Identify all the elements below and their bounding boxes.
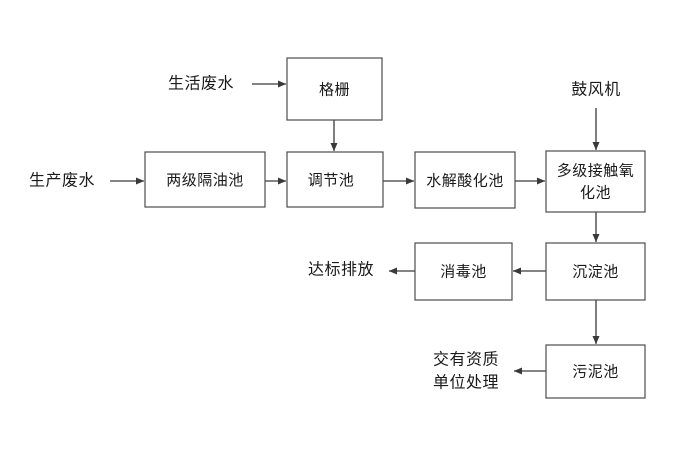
node-regulating-tank[interactable]: 调节池 xyxy=(286,151,384,208)
node-contact-oxidation-label-line2: 化池 xyxy=(580,184,611,202)
node-sedimentation-tank-label: 沉淀池 xyxy=(572,263,619,281)
label-compliant-discharge: 达标排放 xyxy=(308,260,374,279)
labels-layer: 生活废水 生产废水 鼓风机 达标排放 交有资质 单位处理 xyxy=(29,74,621,392)
node-sludge-tank-label: 污泥池 xyxy=(572,363,619,381)
node-disinfection-tank[interactable]: 消毒池 xyxy=(414,242,513,301)
node-sludge-tank[interactable]: 污泥池 xyxy=(545,344,646,399)
label-production-wastewater: 生产废水 xyxy=(29,171,95,190)
label-qualified-unit-line2: 单位处理 xyxy=(433,373,499,392)
node-disinfection-tank-label: 消毒池 xyxy=(440,263,487,281)
node-sedimentation-tank[interactable]: 沉淀池 xyxy=(545,242,646,301)
node-hydrolysis-acidification-label: 水解酸化池 xyxy=(426,172,504,190)
node-oil-separator[interactable]: 两级隔油池 xyxy=(144,151,266,208)
node-contact-oxidation[interactable]: 多级接触氧 化池 xyxy=(545,150,646,213)
node-contact-oxidation-label-line1: 多级接触氧 xyxy=(557,162,635,180)
node-grating-label: 格栅 xyxy=(319,81,350,99)
node-oil-separator-label: 两级隔油池 xyxy=(166,171,244,189)
node-regulating-tank-label: 调节池 xyxy=(308,171,355,189)
label-qualified-unit-line1: 交有资质 xyxy=(433,350,499,369)
label-domestic-wastewater: 生活废水 xyxy=(168,74,234,93)
nodes-layer: 格栅 两级隔油池 调节池 水解酸化池 多级接触氧 化池 沉淀池 xyxy=(144,57,646,399)
node-grating[interactable]: 格栅 xyxy=(286,57,383,121)
connections-layer xyxy=(110,80,600,375)
node-hydrolysis-acidification[interactable]: 水解酸化池 xyxy=(414,151,516,209)
label-blower: 鼓风机 xyxy=(571,80,621,99)
